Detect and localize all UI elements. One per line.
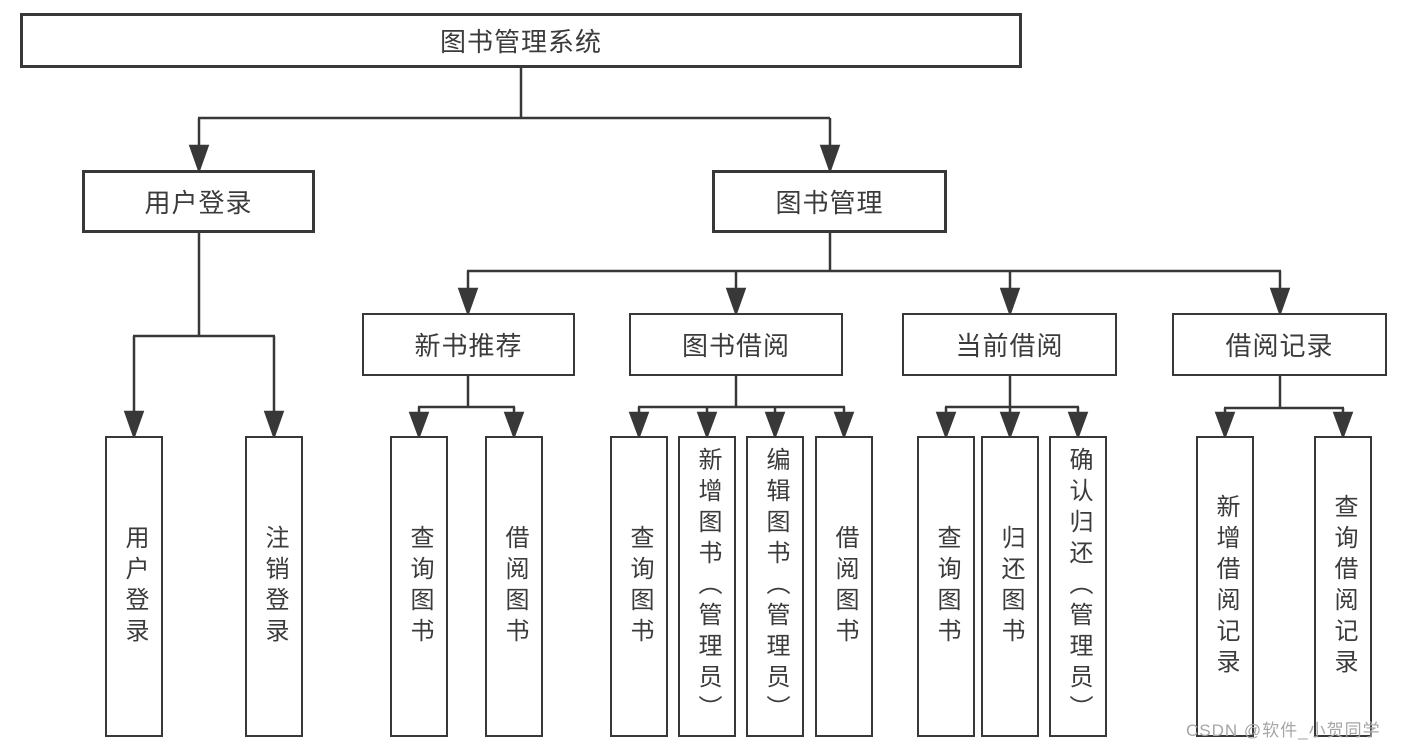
connector-new-book-recommend-to-leaves (408, 376, 525, 440)
arrowhead (1332, 411, 1354, 440)
arrowhead (1214, 411, 1236, 440)
leaf-current-query-books-label: 查询图书 (933, 524, 960, 649)
leaf-borrow-books: 借阅图书 (815, 436, 873, 737)
leaf-confirm-return-admin-label: 确认归还（管理员） (1065, 447, 1092, 726)
arrowhead (123, 410, 145, 440)
arrowhead (1067, 411, 1089, 440)
node-borrow-records: 借阅记录 (1172, 313, 1387, 376)
leaf-return-books: 归还图书 (981, 436, 1039, 737)
arrowhead (263, 410, 285, 440)
node-book-borrow-label: 图书借阅 (681, 331, 790, 361)
leaf-borrow-query-books: 查询图书 (610, 436, 668, 737)
leaf-add-borrow-record: 新增借阅记录 (1196, 436, 1254, 737)
leaf-edit-books-admin-label: 编辑图书（管理员） (762, 447, 789, 726)
arrowhead (503, 411, 525, 440)
leaf-edit-books-admin: 编辑图书（管理员） (746, 436, 804, 737)
connector-borrow-records-to-leaves (1214, 376, 1354, 440)
arrowhead (764, 411, 786, 440)
arrowhead (628, 411, 650, 440)
leaf-add-books-admin: 新增图书（管理员） (678, 436, 736, 737)
node-borrow-records-label: 借阅记录 (1225, 331, 1334, 361)
node-user-login-label: 用户登录 (144, 188, 253, 218)
node-new-book-recommend-label: 新书推荐 (414, 331, 523, 361)
leaf-current-query-books: 查询图书 (917, 436, 975, 737)
watermark-text: CSDN @软件_小贺同学 (1186, 721, 1381, 740)
leaf-user-login: 用户登录 (105, 436, 163, 737)
arrowhead (696, 411, 718, 440)
node-book-management: 图书管理 (712, 170, 947, 233)
leaf-recommend-query-books-label: 查询图书 (406, 524, 433, 649)
node-book-management-label: 图书管理 (775, 188, 884, 218)
node-current-borrow: 当前借阅 (902, 313, 1117, 376)
arrowhead (999, 287, 1021, 317)
arrowhead (408, 411, 430, 440)
leaf-user-login-label: 用户登录 (121, 524, 148, 649)
arrowhead (999, 411, 1021, 440)
leaf-confirm-return-admin: 确认归还（管理员） (1049, 436, 1107, 737)
leaf-recommend-query-books: 查询图书 (390, 436, 448, 737)
leaf-borrow-books-label: 借阅图书 (831, 524, 858, 649)
leaf-borrow-query-books-label: 查询图书 (626, 524, 653, 649)
node-current-borrow-label: 当前借阅 (955, 331, 1064, 361)
leaf-logout-label: 注销登录 (261, 524, 288, 649)
node-new-book-recommend: 新书推荐 (362, 313, 575, 376)
connector-book-management-to-level3 (457, 233, 1291, 317)
node-book-borrow: 图书借阅 (629, 313, 843, 376)
leaf-query-borrow-record-label: 查询借阅记录 (1330, 493, 1357, 680)
leaf-add-books-admin-label: 新增图书（管理员） (694, 447, 721, 726)
connector-current-borrow-to-leaves (935, 376, 1089, 440)
arrowhead (819, 144, 841, 174)
connector-book-borrow-to-leaves (628, 376, 855, 440)
connector-user-login-to-leaves (123, 233, 285, 440)
node-root-label: 图书管理系统 (439, 27, 602, 57)
arrowhead (833, 411, 855, 440)
arrowhead (935, 411, 957, 440)
leaf-logout: 注销登录 (245, 436, 303, 737)
arrowhead (188, 144, 210, 174)
leaf-recommend-borrow-books: 借阅图书 (485, 436, 543, 737)
node-root: 图书管理系统 (20, 13, 1022, 68)
arrowhead (457, 287, 479, 317)
node-user-login: 用户登录 (82, 170, 315, 233)
leaf-query-borrow-record: 查询借阅记录 (1314, 436, 1372, 737)
arrowhead (725, 287, 747, 317)
leaf-recommend-borrow-books-label: 借阅图书 (501, 524, 528, 649)
connector-root-to-level2 (188, 67, 841, 174)
leaf-return-books-label: 归还图书 (997, 524, 1024, 649)
arrowhead (1269, 287, 1291, 317)
leaf-add-borrow-record-label: 新增借阅记录 (1212, 493, 1239, 680)
